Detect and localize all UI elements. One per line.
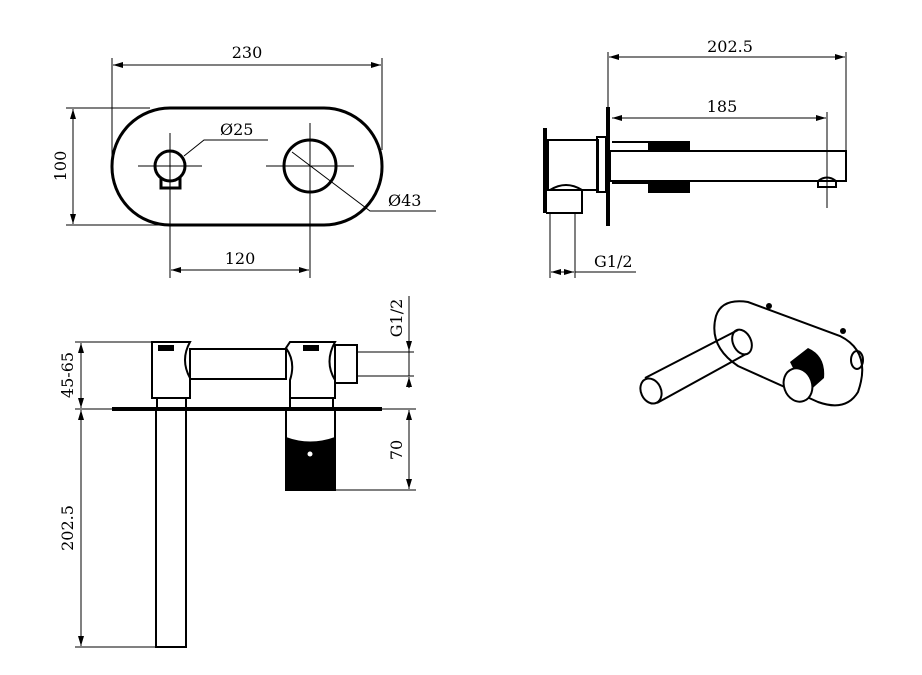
iso-spout xyxy=(644,329,747,404)
spout-top xyxy=(155,409,187,648)
handle-knurl xyxy=(286,437,335,490)
dimension-inlet-thread: G1/2 xyxy=(551,252,636,275)
dim-label-185: 185 xyxy=(707,97,738,116)
dim-label-dia43: Ø43 xyxy=(388,191,421,210)
iso-handle-knurl xyxy=(790,348,825,394)
thread-lower xyxy=(648,181,690,193)
leader-small-hole: Ø25 xyxy=(183,120,268,157)
dim-label-g1-2-top: G1/2 xyxy=(387,299,406,338)
top-view: 45-65 202.5 70 G1/2 xyxy=(58,296,416,648)
dimension-spout-length: 202.5 xyxy=(58,410,156,648)
connecting-pipe xyxy=(189,348,287,380)
isometric-view xyxy=(639,300,864,407)
dim-label-g1-2: G1/2 xyxy=(594,252,633,271)
dim-label-120: 120 xyxy=(225,249,256,268)
diverter-body xyxy=(151,341,192,399)
dimension-height: 100 xyxy=(51,107,170,226)
spout-aerator xyxy=(817,176,837,188)
valve-bonnet xyxy=(596,136,607,193)
spout xyxy=(609,150,847,182)
dim-label-45-65: 45-65 xyxy=(58,352,77,398)
dim-label-230: 230 xyxy=(232,43,263,62)
side-view: 202.5 185 G1/2 xyxy=(543,37,847,278)
dimension-width: 230 xyxy=(111,43,383,165)
leader-large-hole: Ø43 xyxy=(291,151,436,212)
diverter-tab xyxy=(159,178,182,190)
valve-body xyxy=(547,139,599,191)
iso-handle-cap xyxy=(782,367,814,403)
valve-neck xyxy=(289,397,334,409)
small-hole-diverter xyxy=(153,149,187,183)
dim-label-202-5: 202.5 xyxy=(707,37,753,56)
dimension-spout-projection: 185 xyxy=(612,97,828,208)
thread-upper xyxy=(648,141,690,152)
elbow xyxy=(546,184,583,214)
dim-label-70: 70 xyxy=(387,440,406,460)
large-hole-handle xyxy=(282,138,338,194)
dim-label-202-5-top: 202.5 xyxy=(58,505,77,551)
dimension-handle-length: 70 xyxy=(335,408,416,491)
front-view: 230 100 120 Ø25 Ø43 xyxy=(51,43,436,278)
dimension-spacing: 120 xyxy=(171,249,309,273)
iso-plate xyxy=(713,300,864,407)
dimension-body-depth: 45-65 xyxy=(58,341,152,410)
diverter-neck xyxy=(156,397,187,409)
inlet-stub xyxy=(334,344,358,384)
dimension-total-projection: 202.5 xyxy=(607,37,847,150)
dim-label-100: 100 xyxy=(51,151,70,182)
dim-label-dia25: Ø25 xyxy=(220,120,253,139)
wall-plate-outline xyxy=(110,106,384,227)
dimension-inlet-thread-top: G1/2 xyxy=(387,296,412,388)
